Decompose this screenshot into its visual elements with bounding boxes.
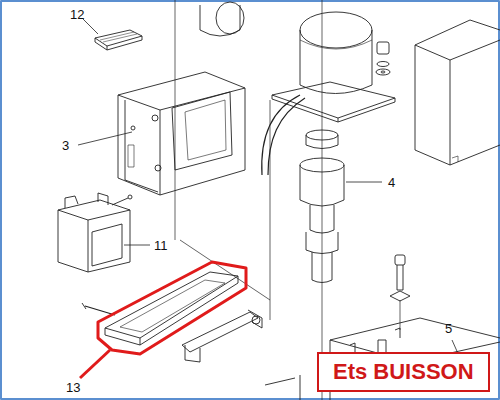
housing-box — [452, 156, 458, 162]
part-12-block — [95, 30, 142, 46]
part-13-tray — [82, 303, 86, 309]
bolt — [397, 265, 403, 290]
watermark-text: Ets BUISSON — [333, 361, 474, 383]
motor — [300, 40, 372, 49]
part-3-box — [118, 72, 245, 195]
screw — [377, 62, 389, 67]
highlight-outline — [80, 350, 110, 378]
bolt — [395, 255, 405, 265]
motor — [300, 12, 372, 48]
screw — [376, 69, 390, 75]
bolt — [390, 291, 410, 301]
part-11-transformer — [112, 198, 128, 205]
lever — [182, 312, 258, 352]
part-5-housing — [265, 375, 300, 400]
part-3-box — [128, 145, 134, 167]
motor — [262, 12, 395, 175]
axis-line — [270, 100, 271, 320]
watermark-box: Ets BUISSON — [317, 352, 490, 392]
part-3-box — [172, 92, 232, 170]
lever — [252, 316, 260, 324]
screw — [381, 71, 385, 73]
part-4-coupling — [306, 135, 338, 149]
axis-line — [175, 0, 176, 240]
part-3-box — [155, 165, 161, 171]
part-11-transformer — [128, 195, 132, 199]
motor — [268, 98, 305, 175]
part-3-box — [118, 72, 245, 195]
callout-number: 3 — [62, 139, 69, 152]
callout-number: 11 — [154, 239, 168, 252]
part-11-transformer — [65, 193, 108, 208]
part-3-box — [125, 100, 158, 192]
axis-line — [400, 300, 401, 330]
part-3-box — [118, 88, 245, 195]
motor — [300, 30, 372, 94]
part-12-block — [100, 32, 137, 42]
part-4-coupling — [300, 158, 344, 172]
part-5-housing — [350, 328, 400, 352]
highlight-outline — [80, 262, 246, 378]
housing-box — [415, 20, 500, 165]
screw — [377, 42, 389, 54]
callout-number: 12 — [70, 8, 84, 21]
part-4-coupling — [310, 205, 334, 233]
part-4-coupling — [312, 252, 332, 283]
leader-line — [124, 245, 150, 246]
leader-line — [78, 132, 132, 145]
bolt — [378, 255, 410, 358]
part-4-coupling — [306, 130, 338, 140]
part-13-tray — [120, 280, 225, 332]
part-11-transformer — [58, 200, 130, 272]
leader-line — [346, 182, 382, 183]
callout-number: 13 — [66, 381, 80, 394]
lever — [248, 310, 262, 328]
callout-number: 5 — [445, 322, 452, 335]
axis-line — [175, 0, 400, 400]
lever — [185, 345, 200, 362]
part-3-box — [152, 115, 158, 121]
part-5-housing — [265, 318, 500, 400]
part-3-box — [131, 126, 135, 130]
part-4-coupling — [300, 130, 344, 283]
part-12-block — [95, 30, 142, 50]
part-4-coupling — [300, 165, 344, 206]
screw — [376, 42, 390, 75]
part-11-transformer — [92, 224, 122, 266]
highlight-outline — [98, 262, 246, 354]
part-11-transformer — [58, 210, 130, 272]
part-3-box — [185, 100, 226, 160]
top-cylinder — [200, 5, 240, 36]
part-13-tray — [85, 306, 115, 315]
top-cylinder — [216, 2, 244, 34]
motor — [272, 95, 395, 122]
part-11-transformer — [58, 193, 132, 272]
top-cylinder — [200, 2, 244, 36]
callout-number: 4 — [388, 176, 395, 189]
part-4-coupling — [306, 232, 338, 254]
housing-box — [415, 20, 500, 165]
motor — [262, 95, 300, 175]
axis-line — [322, 0, 323, 400]
lever — [182, 310, 262, 362]
